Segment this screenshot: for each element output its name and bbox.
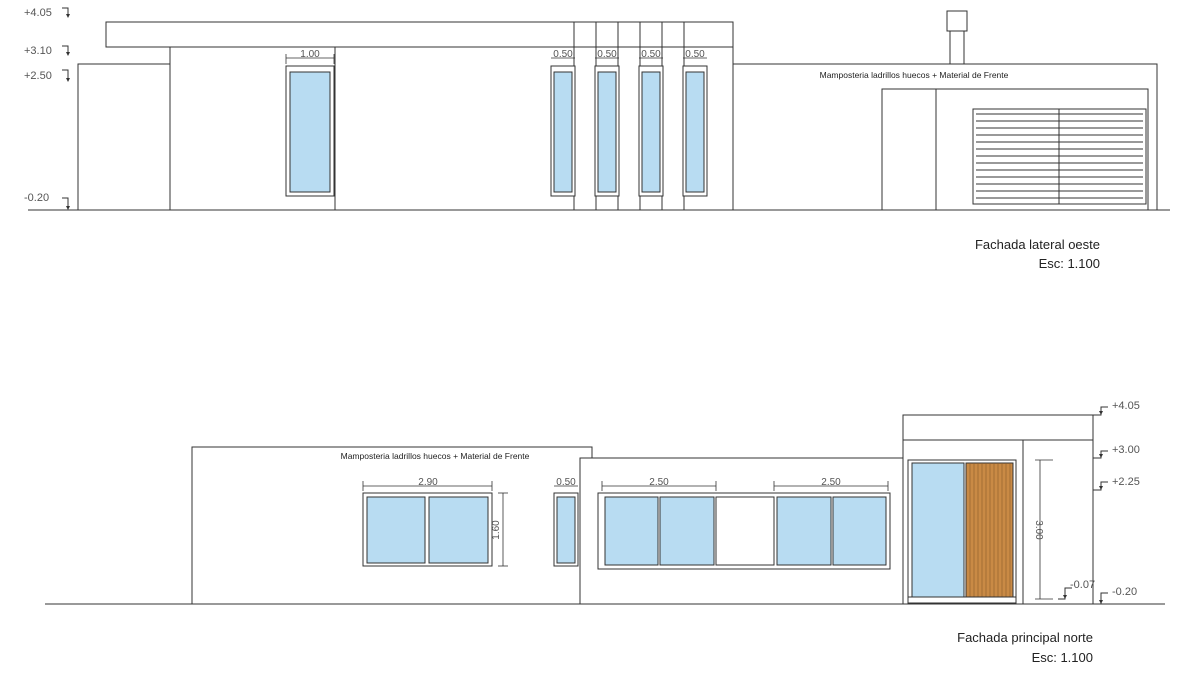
dim-label: 3.00 [1033,520,1044,540]
north-elevation-title: Fachada principal norte [957,630,1093,645]
chimney [949,29,965,65]
level-marker: +2.25 [1093,476,1140,491]
north-window-band-left: 2.50 [601,477,717,566]
level-label: +4.05 [1112,400,1140,412]
dim-label: 0.50 [641,49,661,60]
west-level-markers: +4.05 +3.10 +2.50 -0.20 [24,7,70,210]
north-window-narrow: 0.50 [553,477,579,567]
west-roof-slab [105,21,734,48]
material-note: Mamposteria ladrillos huecos + Material … [341,451,530,461]
level-marker: +4.05 [1093,400,1140,416]
north-level-markers: +4.05 +3.00 +2.25 -0.07 -0.20 [1058,400,1140,605]
north-window-band-right: 2.50 [773,477,889,566]
level-marker: -0.20 [24,192,70,210]
door-height-dim: 3.00 [1033,459,1053,600]
dim-label: 1.00 [300,49,320,60]
dim-label: 2.50 [649,477,669,488]
dim-label: 0.50 [597,49,617,60]
dim-label: 1.60 [491,520,502,540]
level-label: -0.20 [24,192,49,204]
north-elevation-scale: Esc: 1.100 [1032,650,1093,665]
north-window-large: 2.90 1.60 [362,477,508,567]
west-left-wall [77,63,171,211]
west-main-volume-right [334,46,734,211]
dim-label: 0.50 [553,49,573,60]
level-label: -0.07 [1070,579,1095,591]
level-label: +3.00 [1112,444,1140,456]
level-label: +2.50 [24,70,52,82]
level-label: +2.25 [1112,476,1140,488]
garage-door [972,108,1147,205]
level-marker: +3.10 [24,45,70,57]
level-marker: +4.05 [24,7,70,19]
west-window-narrow: 0.50 [550,49,576,197]
west-elevation: +4.05 +3.10 +2.50 -0.20 [24,7,1170,271]
level-marker: +3.00 [1093,444,1140,459]
north-elevation: Mamposteria ladrillos huecos + Material … [45,400,1165,665]
west-window-narrow: 0.50 [638,49,664,197]
material-note: Mamposteria ladrillos huecos + Material … [820,70,1009,80]
west-elevation-title: Fachada lateral oeste [975,237,1100,252]
level-marker: -0.20 [1093,586,1137,605]
chimney-cap [946,10,968,32]
west-window-narrow: 0.50 [594,49,620,197]
level-marker: +2.50 [24,69,70,82]
west-window-narrow: 0.50 [682,49,708,197]
dim-label: 0.50 [685,49,705,60]
level-label: +4.05 [24,7,52,19]
entrance-door [907,459,1017,604]
level-marker: -0.07 [1058,579,1095,600]
dim-label: 2.50 [821,477,841,488]
solid-panel [715,496,775,566]
dim-label: 0.50 [556,477,576,488]
level-label: -0.20 [1112,586,1137,598]
level-label: +3.10 [24,45,52,57]
west-elevation-scale: Esc: 1.100 [1039,256,1100,271]
west-window-tall: 1.00 [285,49,335,197]
dim-label: 2.90 [418,477,438,488]
